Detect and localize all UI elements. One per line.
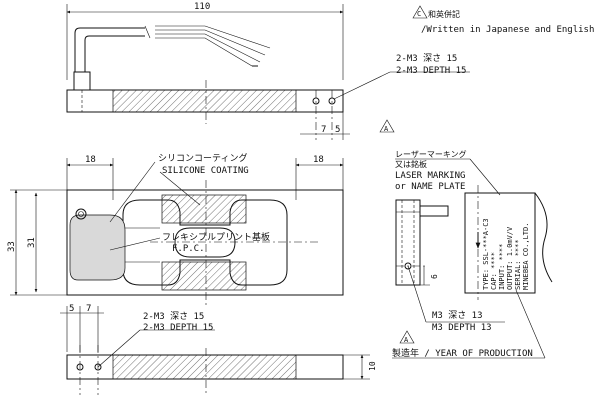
side-view: A レーザーマーキング 又は銘板 LASER MARKING or NAME P… [379, 119, 553, 359]
laser-en1: LASER MARKING [395, 171, 465, 181]
triangle-a-year-icon [399, 330, 415, 344]
plate-line-2: CAP: **** [490, 252, 498, 290]
dim-overall-length: 110 [194, 2, 210, 12]
dim-hole-edge-5: 5 [335, 125, 340, 135]
dim-hole-pitch-7: 7 [321, 125, 326, 135]
silicone-ja: シリコンコーティング [158, 152, 247, 164]
top-view: 110 7 5 2-M3 深さ 15 2-M3 DEPTH 15 [66, 2, 470, 140]
silicone-en: SILICONE COATING [162, 166, 249, 176]
dim-left-18: 18 [85, 155, 96, 165]
side-callout-ja: M3 深さ 13 [432, 310, 483, 321]
front-view: 18 18 33 31 シリコンコーティング SILICONE COAT [7, 152, 344, 305]
plate-line-1: TYPE: SSL-***A-C3 [482, 218, 490, 290]
bottom-callout-ja: 2-M3 深さ 15 [143, 311, 204, 322]
written-ja: 和英併記 [428, 9, 460, 19]
laser-en2: or NAME PLATE [395, 182, 465, 192]
written-note: C 和英併記 /Written in Japanese and English [412, 5, 594, 35]
year-text: 製造年 / YEAR OF PRODUCTION [392, 347, 533, 359]
plate-line-5: SERIAL: **** [514, 239, 522, 290]
cable-hole [75, 208, 87, 220]
side-callout-en: M3 DEPTH 13 [432, 323, 492, 333]
mark-a-top: A [384, 125, 389, 133]
fpc-en: F.P.C. [172, 244, 205, 254]
laser-ja2: 又は銘板 [395, 159, 427, 169]
written-en: /Written in Japanese and English [421, 25, 594, 35]
fpc-ja: フレキシブルプリント基板 [162, 231, 270, 243]
plate-line-3: INPUT: **** [498, 244, 506, 290]
plate-line-4: OUTPUT: 1.0mV/V [506, 226, 514, 290]
dim-height-33: 33 [7, 241, 17, 252]
dim-bottom-7: 7 [86, 304, 91, 314]
side-hole [404, 262, 412, 270]
laser-ja: レーザーマーキング [395, 149, 467, 159]
dim-height-31: 31 [27, 237, 37, 248]
dim-side-6: 6 [430, 274, 439, 279]
bottom-callout-en: 2-M3 DEPTH 15 [143, 323, 213, 333]
triangle-a-icon [379, 119, 395, 133]
dim-thickness-10: 10 [368, 361, 377, 371]
triangle-c-icon [412, 5, 428, 19]
year-mark: A [404, 336, 409, 344]
bottom-view: 5 7 10 2-M3 深さ 15 2-M3 DEPTH 15 [60, 304, 377, 395]
plate-line-6: MINEBEA CO.,LTD. [522, 223, 530, 290]
dim-right-18: 18 [313, 155, 324, 165]
top-callout-en: 2-M3 DEPTH 15 [396, 66, 466, 76]
written-mark: C [417, 10, 421, 18]
dim-bottom-5: 5 [69, 304, 74, 314]
top-callout-ja: 2-M3 深さ 15 [396, 53, 457, 64]
